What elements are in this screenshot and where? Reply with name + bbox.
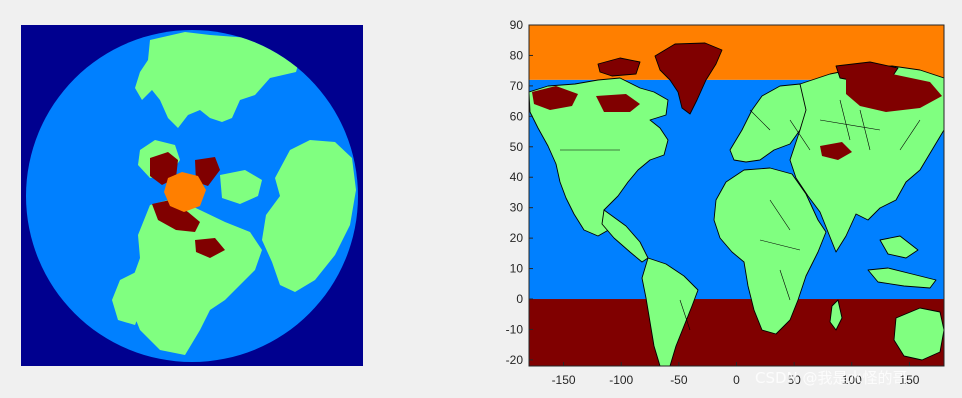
polar-land-scandinavia (112, 270, 145, 325)
x-tick-label: -100 (609, 373, 633, 387)
y-tick-label: 70 (510, 79, 524, 93)
y-tick-label: 60 (510, 109, 524, 123)
y-tick-label: 0 (516, 292, 523, 306)
map-australia (893, 307, 944, 361)
x-tick-label: 0 (733, 373, 740, 387)
y-tick-label: 80 (510, 48, 524, 62)
map-permafrost-siberia (846, 74, 942, 112)
y-tick-label: -10 (506, 322, 524, 336)
polar-class-dark-red-4 (195, 238, 225, 258)
map-indonesia (867, 267, 937, 289)
polar-class-orange (164, 172, 206, 212)
x-tick-label: -150 (552, 373, 576, 387)
y-tick-label: 90 (510, 18, 524, 32)
map-permafrost-canada (596, 94, 640, 112)
y-tick-label: -20 (506, 353, 524, 367)
polar-class-dark-red-3 (152, 200, 200, 232)
map-greenland (654, 42, 723, 115)
map-south-america (641, 257, 699, 366)
map-madagascar (829, 299, 843, 331)
map-asia (789, 65, 944, 253)
polar-land-north-america (262, 140, 356, 292)
map-continents (529, 42, 944, 366)
map-borders (560, 99, 921, 331)
map-band-0 (529, 299, 944, 366)
x-tick-label: 150 (899, 373, 919, 387)
map-central-america (601, 209, 649, 263)
y-tick-label: 10 (510, 262, 524, 276)
map-permafrost-tibet (820, 142, 852, 160)
polar-land-siberia (130, 198, 262, 355)
map-permafrost-alaska (532, 86, 578, 110)
polar-class-dark-red-2 (195, 157, 220, 186)
map-north-america (529, 77, 669, 237)
map-africa (713, 167, 827, 335)
map-se-asia (879, 235, 919, 259)
y-tick-label: 50 (510, 140, 524, 154)
polar-land-eurasia (135, 32, 300, 128)
map-arctic-islands-1 (597, 57, 641, 77)
x-axis-ticks: -150 -100 -50 0 50 100 150 (552, 362, 920, 387)
x-tick-label: -50 (670, 373, 688, 387)
y-tick-label: 40 (510, 170, 524, 184)
y-tick-label: 30 (510, 201, 524, 215)
polar-image-panel (21, 25, 363, 366)
y-axis-ticks: -20 -10 0 10 20 30 40 50 60 70 80 90 (506, 18, 533, 367)
polar-landmasses (112, 32, 356, 355)
watermark: CSDN @我是水怪的哥 (755, 369, 908, 387)
x-tick-label: 100 (842, 373, 862, 387)
x-tick-label: 50 (787, 373, 801, 387)
polar-land-islands (220, 170, 262, 204)
y-tick-label: 20 (510, 231, 524, 245)
